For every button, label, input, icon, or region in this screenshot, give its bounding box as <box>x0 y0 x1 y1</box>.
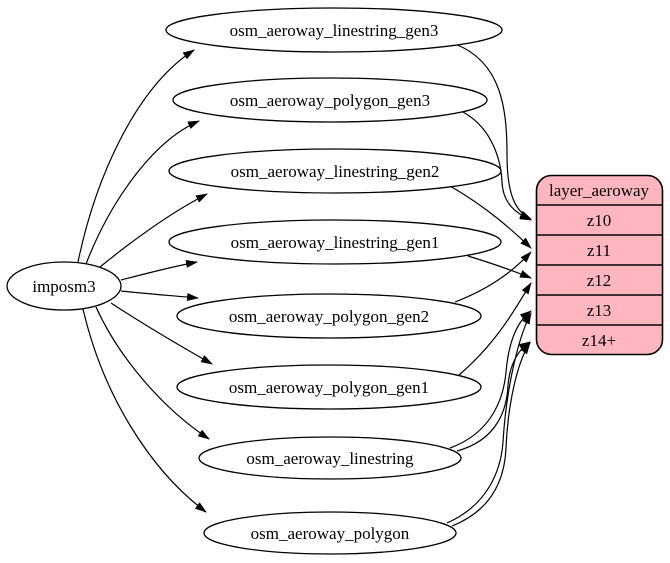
edge-imposm3-to-osm-aeroway-linestring-gen3 <box>77 49 195 263</box>
node-osm-aeroway-linestring-gen3: osm_aeroway_linestring_gen3 <box>165 7 503 53</box>
edge-imposm3-to-osm-aeroway-linestring <box>95 306 210 440</box>
layer-zoom-row-z13: z13 <box>587 301 612 320</box>
imposm3-label: imposm3 <box>32 277 95 296</box>
edge-imposm3-to-osm-aeroway-linestring-gen1 <box>120 260 198 281</box>
edge-imposm3-to-osm-aeroway-polygon <box>82 308 207 513</box>
edge-osm-aeroway-polygon-to-z14 <box>451 342 531 527</box>
table-ellipse <box>165 7 503 53</box>
edges-from-source <box>77 49 213 513</box>
table-ellipse <box>168 219 502 265</box>
layer-zoom-row-z14: z14+ <box>582 331 616 350</box>
table-label: osm_aeroway_polygon_gen2 <box>229 307 429 326</box>
edge-osm-aeroway-linestring-gen1-to-z12 <box>467 255 532 279</box>
table-ellipse <box>198 436 462 480</box>
table-ellipse <box>203 511 457 555</box>
table-ellipse <box>176 293 482 339</box>
edges-to-layer <box>446 43 532 527</box>
layer-zoom-row-z11: z11 <box>587 241 611 260</box>
edge-imposm3-to-osm-aeroway-polygon-gen3 <box>85 120 200 265</box>
table-label: osm_aeroway_linestring_gen1 <box>231 233 440 252</box>
table-label: osm_aeroway_linestring_gen2 <box>231 162 440 181</box>
node-osm-aeroway-polygon: osm_aeroway_polygon <box>203 511 457 555</box>
node-layer-aeroway: layer_aeroway z10 z11 z12 z13 z14+ <box>535 174 664 356</box>
node-osm-aeroway-linestring-gen2: osm_aeroway_linestring_gen2 <box>168 148 502 194</box>
node-osm-aeroway-polygon-gen3: osm_aeroway_polygon_gen3 <box>172 77 488 123</box>
node-osm-aeroway-polygon-gen1: osm_aeroway_polygon_gen1 <box>176 364 482 410</box>
node-osm-aeroway-polygon-gen2: osm_aeroway_polygon_gen2 <box>176 293 482 339</box>
table-label: osm_aeroway_linestring_gen3 <box>230 21 439 40</box>
table-ellipse <box>168 148 502 194</box>
table-label: osm_aeroway_polygon_gen1 <box>229 378 429 397</box>
node-osm-aeroway-linestring: osm_aeroway_linestring <box>198 436 462 480</box>
edge-osm-aeroway-linestring-to-z13 <box>449 310 532 449</box>
edge-osm-aeroway-polygon-gen1-to-z12 <box>458 282 532 376</box>
layer-title: layer_aeroway <box>549 181 650 200</box>
edge-imposm3-to-osm-aeroway-polygon-gen1 <box>110 302 213 365</box>
table-ellipse <box>172 77 488 123</box>
imposm3-ellipse <box>6 261 122 311</box>
edge-imposm3-to-osm-aeroway-polygon-gen2 <box>120 290 199 301</box>
edge-osm-aeroway-polygon-gen3-to-z10 <box>462 111 532 221</box>
edge-osm-aeroway-linestring-gen3-to-z10 <box>454 43 532 220</box>
edge-imposm3-to-osm-aeroway-linestring-gen2 <box>99 193 208 268</box>
edge-osm-aeroway-linestring-to-z14 <box>456 341 531 452</box>
node-imposm3: imposm3 <box>6 261 122 311</box>
table-label: osm_aeroway_linestring <box>246 449 414 468</box>
edge-osm-aeroway-polygon-to-z13 <box>446 312 532 524</box>
layer-zoom-row-z10: z10 <box>587 211 612 230</box>
table-ellipse <box>176 364 482 410</box>
edge-osm-aeroway-linestring-gen2-to-z11 <box>449 185 532 249</box>
layer-zoom-row-z12: z12 <box>587 271 612 290</box>
node-osm-aeroway-linestring-gen1: osm_aeroway_linestring_gen1 <box>168 219 502 265</box>
table-label: osm_aeroway_polygon_gen3 <box>230 91 430 110</box>
edge-osm-aeroway-polygon-gen2-to-z11 <box>454 251 532 303</box>
table-label: osm_aeroway_polygon <box>251 524 410 543</box>
